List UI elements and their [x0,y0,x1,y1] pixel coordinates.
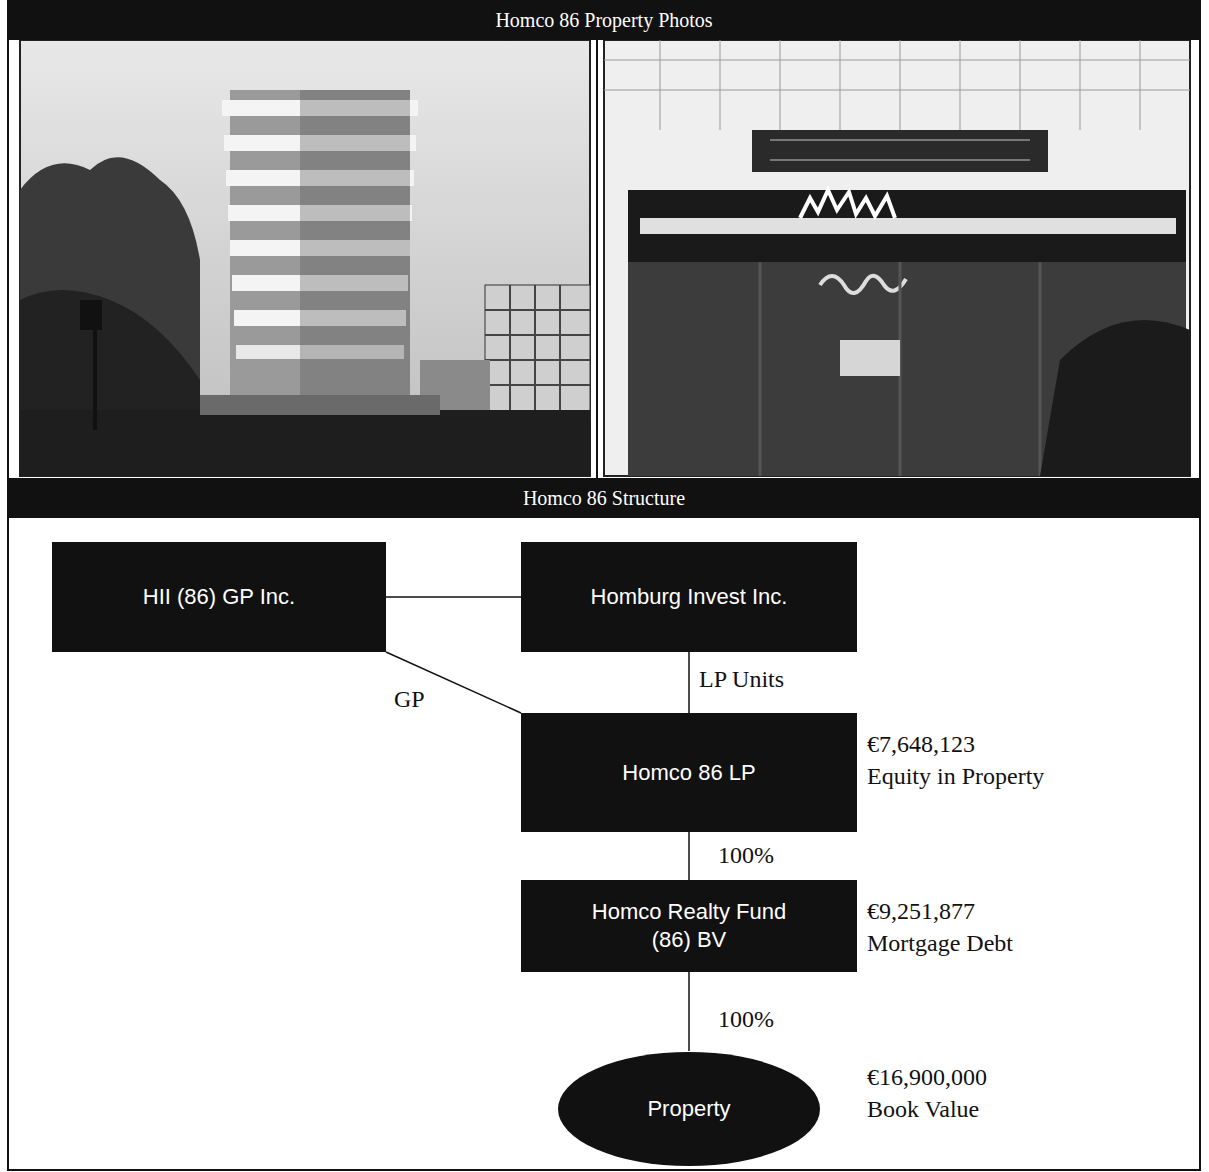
value-label: €16,900,000 [867,1062,987,1092]
node-text: Homco 86 Structure [523,486,685,510]
storefront-photo [604,40,1190,476]
tower [222,90,418,410]
upper-window-band [752,130,1048,172]
awning-band [628,190,1186,262]
ellipse-shape [558,1052,820,1166]
edge-label: 100% [718,1004,774,1034]
value-label: Book Value [867,1094,979,1124]
value-label: €9,251,877 [867,896,975,926]
node-text: Homco 86 LP [622,759,755,787]
sign-figures [800,190,895,218]
ownership-line [386,652,521,713]
node-text: Homburg Invest Inc. [591,583,788,611]
ownership-line [688,652,690,713]
edge-label: 100% [718,840,774,870]
tower-shade [300,90,410,410]
photo-divider [596,34,598,478]
low-building-wall [485,285,590,420]
outer-frame [8,1,1200,1170]
value-label: Equity in Property [867,761,1044,791]
section-band: Homco 86 Structure [8,478,1200,518]
tree-foreground [1040,320,1190,476]
facade-grid [604,40,1190,130]
section-band: Homco 86 Property Photos [8,0,1200,40]
ownership-line [688,832,690,880]
ownership-line [386,596,521,598]
property-ellipse: Property [557,1051,821,1167]
traffic-light [80,300,102,330]
window-display [840,340,900,376]
value-label: €7,648,123 [867,729,975,759]
low-building [420,285,590,420]
photo-sky [20,40,590,476]
window-grid [485,285,590,420]
photo-facade [604,40,1190,476]
edge-label: GP [394,684,425,714]
entity-box: Homco Realty Fund (86) BV [521,880,857,972]
awning-strip [640,218,1176,234]
building-photo [20,40,590,476]
entity-box: HII (86) GP Inc. [52,542,386,652]
entity-box: Homburg Invest Inc. [521,542,857,652]
node-text: Homco Realty Fund (86) BV [584,898,794,954]
tower-base [200,395,440,415]
street-foreground [20,410,590,476]
ownership-line [688,972,690,1051]
node-text: Homco 86 Property Photos [495,8,712,32]
entity-box: Homco 86 LP [521,713,857,832]
window-lines [770,140,1030,160]
sign-script [820,276,906,293]
node-text: HII (86) GP Inc. [143,583,295,611]
value-label: Mortgage Debt [867,928,1013,958]
window-mullions [760,262,1040,476]
edge-label: LP Units [699,664,784,694]
node-text: Property [647,1095,730,1123]
